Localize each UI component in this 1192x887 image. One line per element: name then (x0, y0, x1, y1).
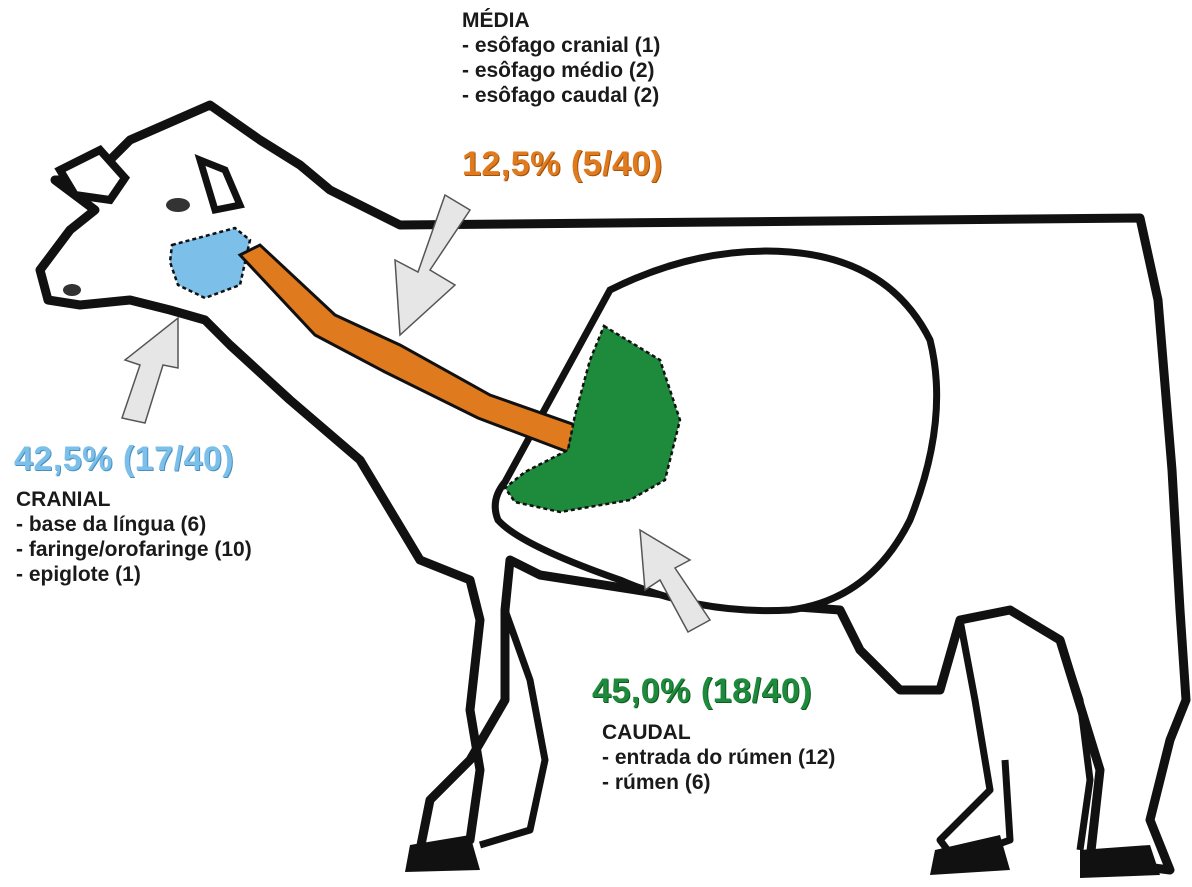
cranial-item: - base da língua (6) (16, 512, 252, 537)
caudal-item: - rúmen (6) (602, 770, 835, 795)
caudal-title: CAUDAL (602, 720, 835, 745)
caudal-label-block: CAUDAL - entrada do rúmen (12) - rúmen (… (602, 720, 835, 795)
media-item: - esôfago médio (2) (462, 58, 660, 83)
arrow-cranial (122, 318, 178, 423)
media-title: MÉDIA (462, 8, 660, 33)
media-item: - esôfago caudal (2) (462, 83, 660, 108)
eye-shape (166, 198, 190, 212)
media-percent: 12,5% (5/40) (462, 145, 663, 184)
nostril-shape (63, 284, 81, 296)
caudal-item: - entrada do rúmen (12) (602, 745, 835, 770)
cranial-label-block: CRANIAL - base da língua (6) - faringe/o… (16, 487, 252, 587)
cranial-percent: 42,5% (17/40) (14, 440, 234, 479)
media-label-block: MÉDIA - esôfago cranial (1) - esôfago mé… (462, 8, 660, 108)
cranial-item: - faringe/orofaringe (10) (16, 537, 252, 562)
cranial-title: CRANIAL (16, 487, 252, 512)
hoof-back-2 (1080, 845, 1160, 878)
caudal-percent: 45,0% (18/40) (592, 672, 812, 711)
hoof-front (405, 835, 480, 872)
media-item: - esôfago cranial (1) (462, 33, 660, 58)
cranial-item: - epiglote (1) (16, 562, 252, 587)
